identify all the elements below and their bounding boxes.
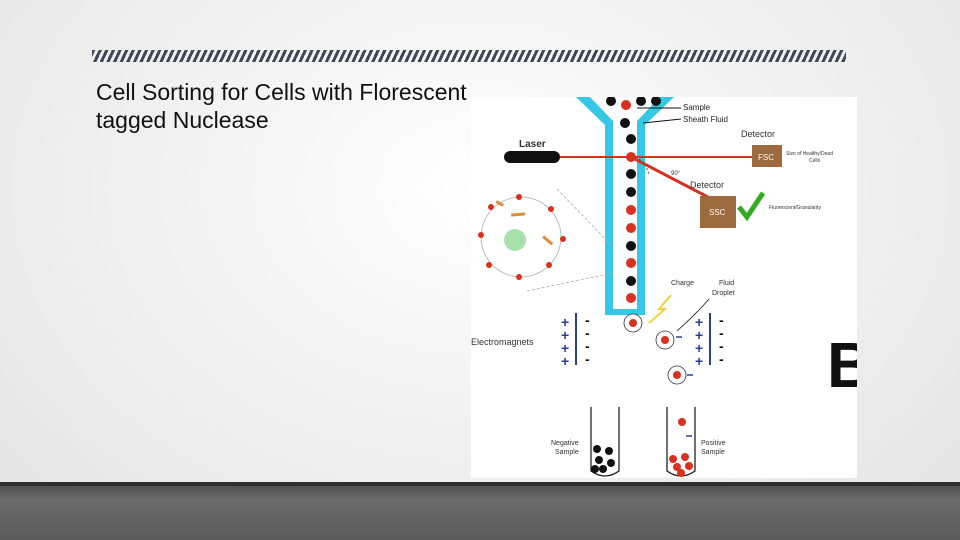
ssc-detector-box [700, 196, 736, 228]
laser-source [504, 151, 560, 163]
label-detector-fsc: Detector [741, 129, 775, 139]
label-detector-ssc: Detector [690, 180, 724, 190]
label-ssc-desc: Fluorescent/Granularity [769, 205, 821, 211]
fsc-detector-box [752, 145, 782, 167]
svg-text:+: + [695, 327, 703, 343]
label-electromagnets: Electromagnets [471, 337, 534, 347]
label-negative-sample: Sample [555, 449, 579, 456]
negative-tube [590, 407, 620, 477]
svg-text:+: + [695, 340, 703, 356]
svg-text:+: + [695, 314, 703, 330]
svg-text:-: - [585, 325, 590, 341]
label-fluid: Fluid [719, 280, 734, 287]
droplets [623, 313, 693, 385]
floor-background [0, 482, 960, 540]
positive-cells [669, 418, 693, 477]
svg-text:-: - [585, 338, 590, 354]
sample-stream [597, 97, 653, 307]
svg-text:-: - [719, 312, 724, 328]
svg-text:+: + [561, 353, 569, 369]
electromagnet-left: + + + + - - - - [561, 312, 590, 369]
diagram-svg: Sample Sheath Fluid Laser Detector FSC S… [471, 96, 873, 477]
stream-cells [606, 96, 661, 303]
svg-text:+: + [561, 340, 569, 356]
label-charge: Charge [671, 280, 694, 287]
decorative-stripe [92, 50, 846, 62]
label-fsc-desc: Size of Healthy/Dead [786, 151, 833, 157]
label-angle: 90° [671, 171, 681, 177]
label-sheath-fluid: Sheath Fluid [683, 115, 728, 124]
slide-title: Cell Sorting for Cells with Florescent t… [96, 79, 467, 133]
check-icon [737, 191, 766, 222]
svg-text:+: + [561, 327, 569, 343]
label-fsc-desc-2: Cells [809, 158, 821, 164]
label-positive-sample: Sample [701, 449, 725, 456]
flow-cytometry-diagram: Sample Sheath Fluid Laser Detector FSC S… [471, 96, 873, 478]
sheath-arrow [642, 118, 682, 124]
cell-icon [478, 194, 566, 280]
label-ssc: SSC [709, 208, 726, 217]
label-laser: Laser [519, 139, 546, 150]
svg-text:-: - [585, 312, 590, 328]
negative-cells [591, 445, 615, 473]
svg-text:-: - [719, 351, 724, 367]
svg-text:-: - [585, 351, 590, 367]
label-droplet: Droplet [712, 290, 735, 297]
zoom-line-top [556, 188, 614, 248]
svg-text:+: + [561, 314, 569, 330]
panel-letter: B [827, 329, 857, 401]
label-positive: Positive [701, 440, 726, 447]
label-sample: Sample [683, 103, 711, 112]
angle-arc [638, 158, 650, 176]
lightning-icon [648, 294, 672, 324]
label-negative: Negative [551, 440, 579, 447]
svg-text:-: - [719, 325, 724, 341]
zoom-line-bottom [526, 272, 614, 292]
svg-text:-: - [719, 338, 724, 354]
svg-text:+: + [695, 353, 703, 369]
droplet-arrow [676, 298, 710, 332]
electromagnet-right: + + + + - - - - [695, 312, 724, 369]
label-fsc: FSC [758, 153, 774, 162]
